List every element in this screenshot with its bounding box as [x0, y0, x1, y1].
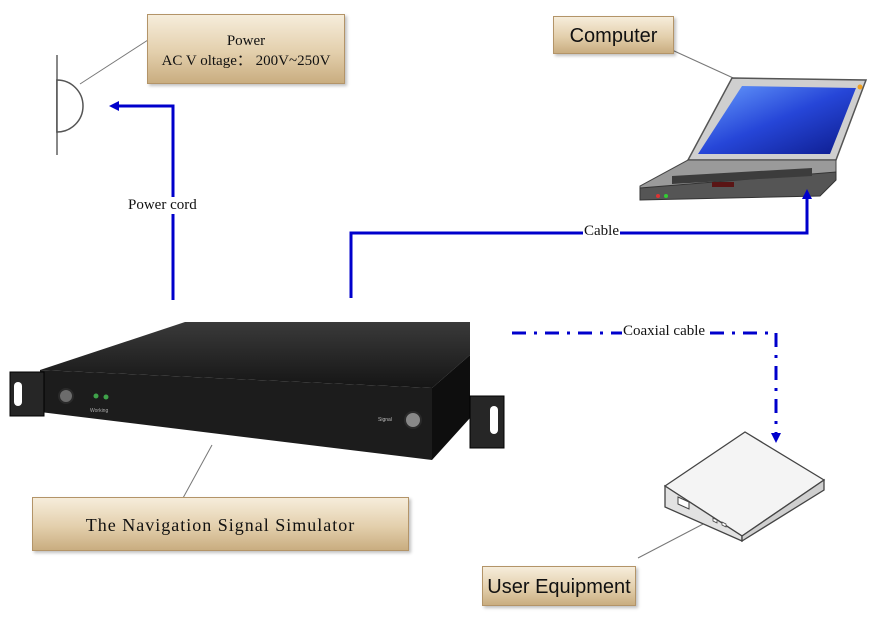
power-voltage-spec: AC V oltage： 200V~250V [161, 53, 331, 69]
user-equipment-label-box: User Equipment [482, 566, 636, 606]
user-equipment-callout-line [637, 521, 708, 559]
coaxial-cable-label: Coaxial cable [622, 323, 707, 340]
cable-label: Cable [583, 223, 620, 240]
simulator-callout-line [182, 444, 213, 499]
simulator-label-box: The Navigation Signal Simulator [32, 497, 409, 551]
power-outlet-icon [56, 55, 84, 155]
cable-connector [349, 189, 812, 298]
computer-callout-line [671, 49, 743, 83]
working-indicator-label: Working [90, 408, 108, 414]
simulator-label: The Navigation Signal Simulator [85, 515, 356, 535]
signal-port-label: Signal [378, 417, 392, 423]
user-equipment-label: User Equipment [487, 576, 631, 598]
computer-label-box: Computer [553, 16, 674, 54]
power-callout-line [79, 39, 149, 85]
power-label-box: Power AC V oltage： 200V~250V [147, 14, 345, 84]
power-cord-connector [109, 101, 175, 300]
computer-label: Computer [569, 25, 658, 47]
coaxial-cable-connector [512, 331, 781, 443]
power-cord-label: Power cord [127, 197, 198, 214]
laptop-icon [639, 77, 868, 201]
receiver-box-icon [663, 431, 826, 543]
rack-device-icon: Working Signal [9, 322, 505, 460]
power-title: Power [226, 33, 266, 49]
